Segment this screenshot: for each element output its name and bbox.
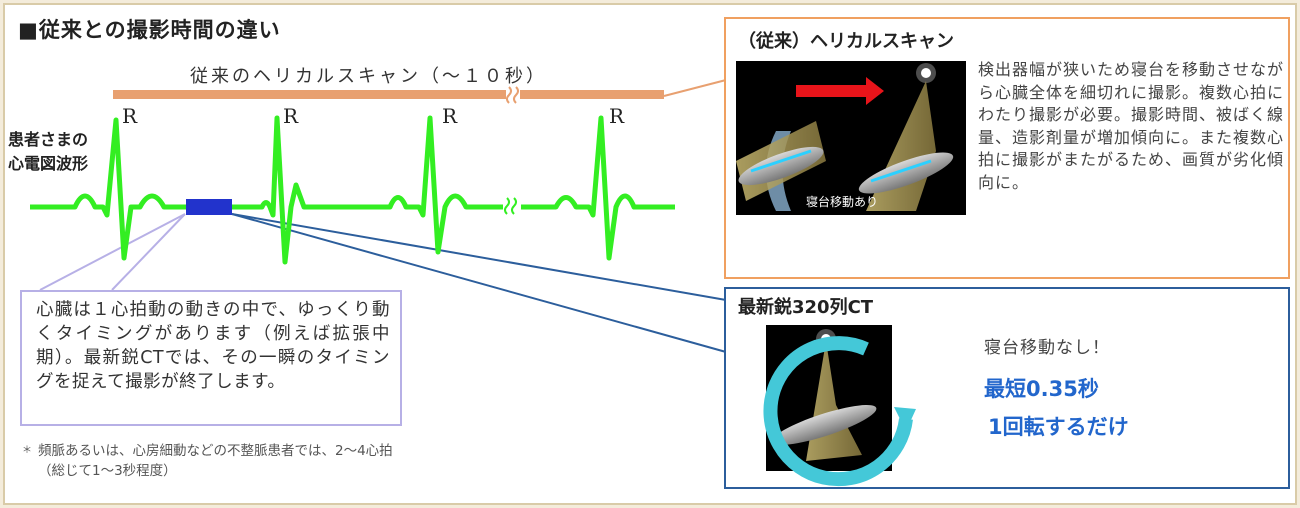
callout-line-explain-2: [111, 213, 186, 291]
callout-line-latest-2: [231, 213, 727, 353]
latest-ct-subtitle: 寝台移動なし！: [984, 338, 1110, 358]
rotation-arrow-icon: [763, 336, 916, 487]
conventional-scan-label: 従来のヘリカルスキャン（～１０秒）: [190, 66, 547, 87]
latest-ct-panel: 最新鋭320列CT 寝台移動なし！ 最短0.35秒 1回転するだけ: [724, 287, 1290, 489]
callout-line-conventional: [663, 79, 727, 97]
conventional-scan-panel: （従来）ヘリカルスキャン 寝台移動あり: [724, 17, 1290, 279]
capture-timing-block: [186, 199, 232, 215]
red-arrow-icon: [796, 77, 884, 105]
latest-ct-title: 最新鋭320列CT: [738, 297, 874, 318]
r-peak-label: R: [609, 104, 625, 128]
latest-ct-rotation: 1回転するだけ: [988, 415, 1129, 439]
helical-scan-illustration: [736, 63, 954, 211]
conventional-scan-bar: [113, 90, 664, 99]
r-peak-label: R: [283, 104, 299, 128]
conventional-image-caption: 寝台移動あり: [806, 195, 879, 209]
footnote-mark: ＊: [22, 445, 32, 456]
ecg-waveform: [30, 115, 675, 265]
ecg-break: [503, 197, 521, 216]
ecg-label: 患者さまの 心電図波形: [8, 128, 88, 176]
page-title: ■従来との撮影時間の違い: [18, 18, 281, 42]
footnote: ＊ 頻脈あるいは、心房細動などの不整脈患者では、2～4心拍（総じて1～3秒程度）: [22, 441, 418, 481]
ecg-label-line2: 心電図波形: [8, 154, 89, 173]
explanation-box: 心臓は１心拍動の動きの中で、ゆっくり動くタイミングがあります（例えば拡張中期）。…: [20, 290, 402, 426]
conventional-scan-image: 寝台移動あり: [736, 61, 966, 215]
r-peak-label: R: [442, 104, 458, 128]
latest-ct-speed: 最短0.35秒: [984, 377, 1099, 401]
ecg-label-line1: 患者さまの: [8, 130, 89, 149]
callout-line-latest-1: [231, 213, 727, 301]
conventional-description: 検出器幅が狭いため寝台を移動させながら心臓全体を細切れに撮影。複数心拍にわたり撮…: [978, 60, 1285, 192]
scan-bar-break: [506, 86, 520, 104]
conventional-title: （従来）ヘリカルスキャン: [738, 31, 954, 52]
footnote-text: 頻脈あるいは、心房細動などの不整脈患者では、2～4心拍（総じて1～3秒程度）: [38, 443, 393, 479]
callout-line-explain-1: [39, 213, 186, 291]
r-peak-label: R: [122, 104, 138, 128]
